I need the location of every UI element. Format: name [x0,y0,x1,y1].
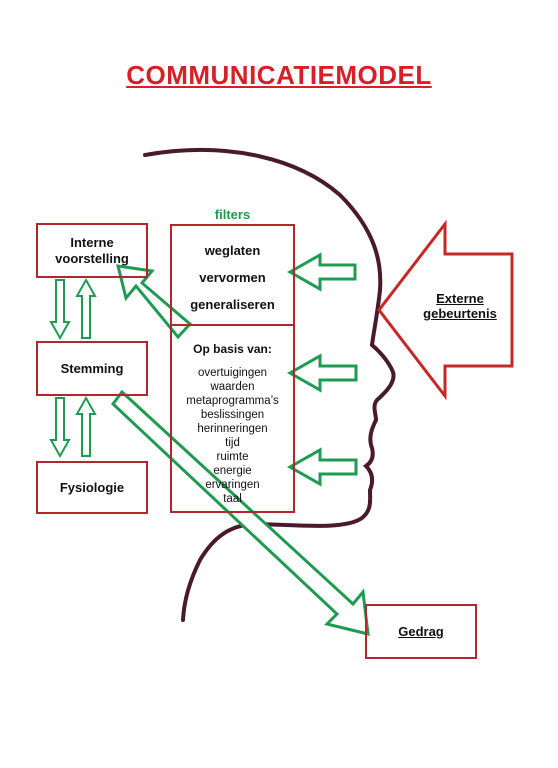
filters-box: weglaten vervormen generaliseren [170,224,295,326]
double-arrow-stemming-fysiologie [49,395,97,459]
arrow-into-filters-1-icon [286,252,357,292]
arrow-to-interne-icon [116,264,193,340]
arrow-up-icon [75,277,97,339]
externe-line1: Externe [436,291,484,306]
basis-item: tijd [225,437,240,449]
basis-item: beslissingen [200,409,265,421]
basis-heading: Op basis van: [193,342,272,356]
arrow-into-filters-3-icon [286,447,358,487]
filters-label: filters [214,207,251,222]
head-silhouette [143,148,396,622]
filter-generaliseren: generaliseren [190,297,275,312]
externe-gebeurtenis-label: Externe gebeurtenis [408,291,512,321]
gedrag-label: Gedrag [398,624,444,639]
basis-item: waarden [210,381,255,393]
interne-voorstelling-box: Interne voorstelling [36,223,148,278]
basis-item: ruimte [216,451,249,463]
fysiologie-box: Fysiologie [36,461,148,514]
stemming-label: Stemming [60,361,124,376]
filter-vervormen: vervormen [199,270,266,285]
basis-item: taal [223,493,242,505]
gedrag-box: Gedrag [365,604,477,659]
interne-line1: Interne [70,234,114,250]
basis-item: energie [213,465,252,477]
op-basis-van-box: Op basis van: overtuigingen waarden meta… [170,324,295,513]
basis-item: ervaringen [205,479,260,491]
externe-arrow-shape [377,219,514,401]
filter-weglaten: weglaten [204,243,261,258]
externe-line2: gebeurtenis [423,306,497,321]
basis-item: herinneringen [197,423,268,435]
stemming-box: Stemming [36,341,148,396]
basis-item: metaprogramma’s [186,395,279,407]
page-title: COMMUNICATIEMODEL [126,60,432,90]
arrow-down-icon [49,397,71,459]
arrow-down-icon [49,279,71,341]
arrow-up-icon [75,395,97,457]
interne-line2: voorstelling [55,250,129,266]
fysiologie-label: Fysiologie [59,480,125,495]
basis-item: overtuigingen [197,367,268,379]
arrow-into-filters-2-icon [286,353,358,393]
double-arrow-interne-stemming [49,277,97,341]
